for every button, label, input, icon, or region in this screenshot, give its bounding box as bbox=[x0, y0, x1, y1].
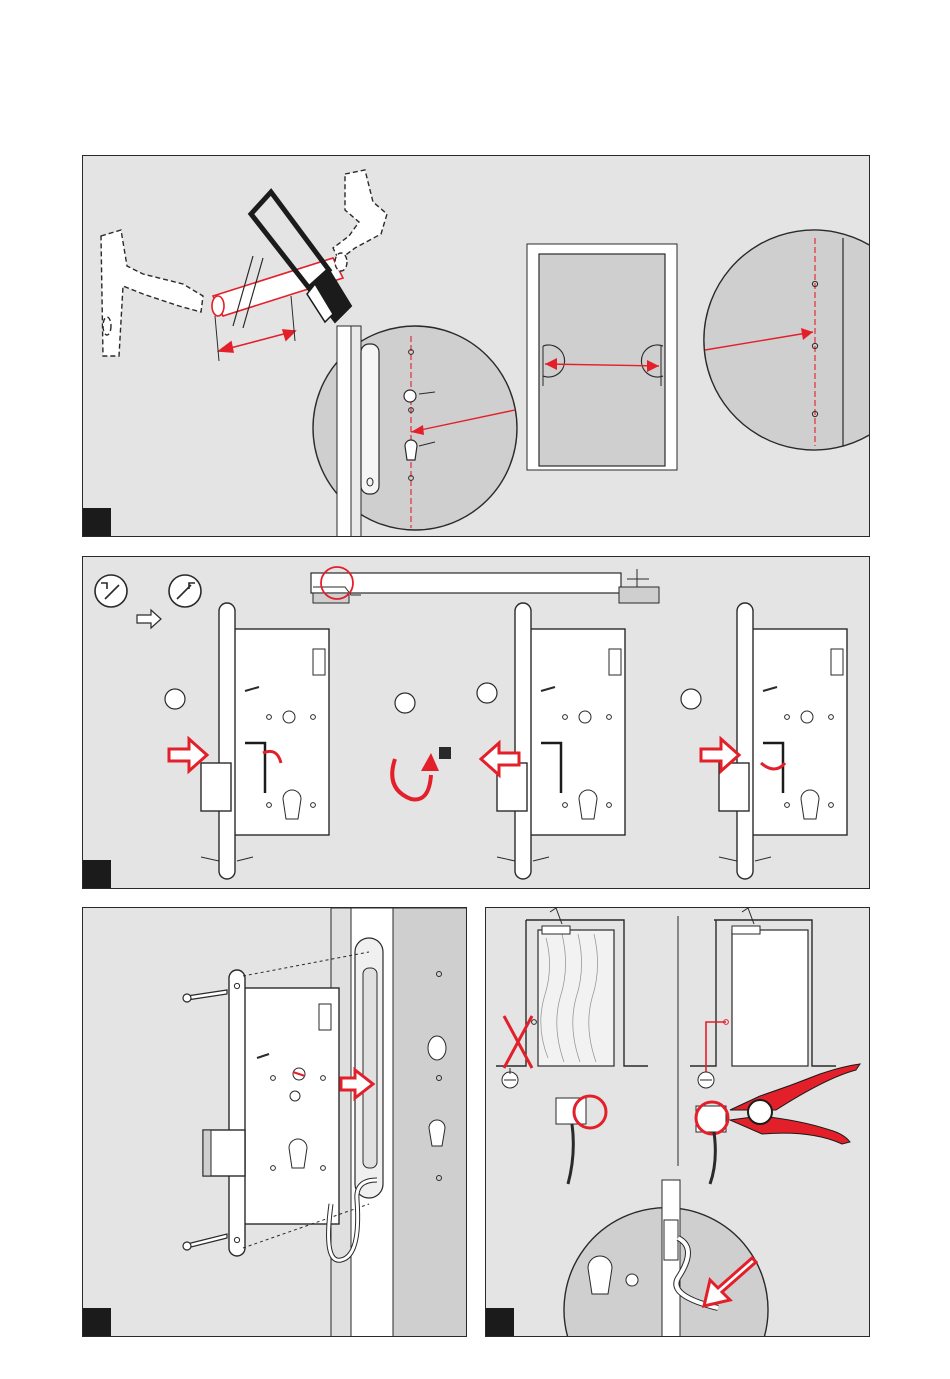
step-1-panel bbox=[82, 155, 870, 537]
wooden-door-not-allowed bbox=[496, 908, 648, 1088]
left-handle-icon bbox=[101, 230, 203, 356]
step-3-illustration bbox=[83, 908, 467, 1337]
magnified-cable-routing bbox=[564, 1180, 768, 1337]
sub-step-c-marker bbox=[477, 683, 497, 703]
sub-step-a-marker bbox=[165, 689, 185, 709]
change-arrow-icon bbox=[137, 610, 161, 628]
rotate-latch-arrow bbox=[392, 747, 451, 800]
magnified-frame-edge bbox=[704, 230, 870, 450]
right-hand-door-icon bbox=[169, 575, 201, 607]
left-hand-door-icon bbox=[95, 575, 127, 607]
door-front-view bbox=[527, 244, 677, 470]
screw-icon bbox=[183, 990, 227, 1250]
step-3-panel bbox=[82, 907, 467, 1337]
step-2-panel bbox=[82, 556, 870, 889]
lock-case-icon bbox=[497, 603, 625, 879]
step-number-badge bbox=[486, 1308, 514, 1336]
pliers-icon bbox=[730, 1064, 860, 1144]
sub-step-b-marker bbox=[395, 693, 415, 713]
right-handle-icon bbox=[333, 170, 387, 271]
step-number-badge bbox=[83, 1308, 111, 1336]
step-2-illustration bbox=[83, 557, 870, 889]
lock-case-icon bbox=[203, 970, 339, 1256]
door-section-strip bbox=[311, 567, 659, 603]
step-1-illustration bbox=[83, 156, 870, 537]
door-edge-cutout bbox=[331, 908, 467, 1337]
step-4-illustration bbox=[486, 908, 870, 1337]
step-number-badge bbox=[83, 860, 111, 888]
lock-case-icon bbox=[719, 603, 847, 879]
cable-connector bbox=[556, 1096, 728, 1184]
step-4-panel bbox=[485, 907, 870, 1337]
sub-step-d-marker bbox=[681, 689, 701, 709]
lock-case-icon bbox=[201, 603, 329, 879]
magnified-door-edge bbox=[313, 326, 517, 537]
metal-door-earthed bbox=[690, 908, 836, 1088]
step-number-badge bbox=[83, 508, 111, 536]
